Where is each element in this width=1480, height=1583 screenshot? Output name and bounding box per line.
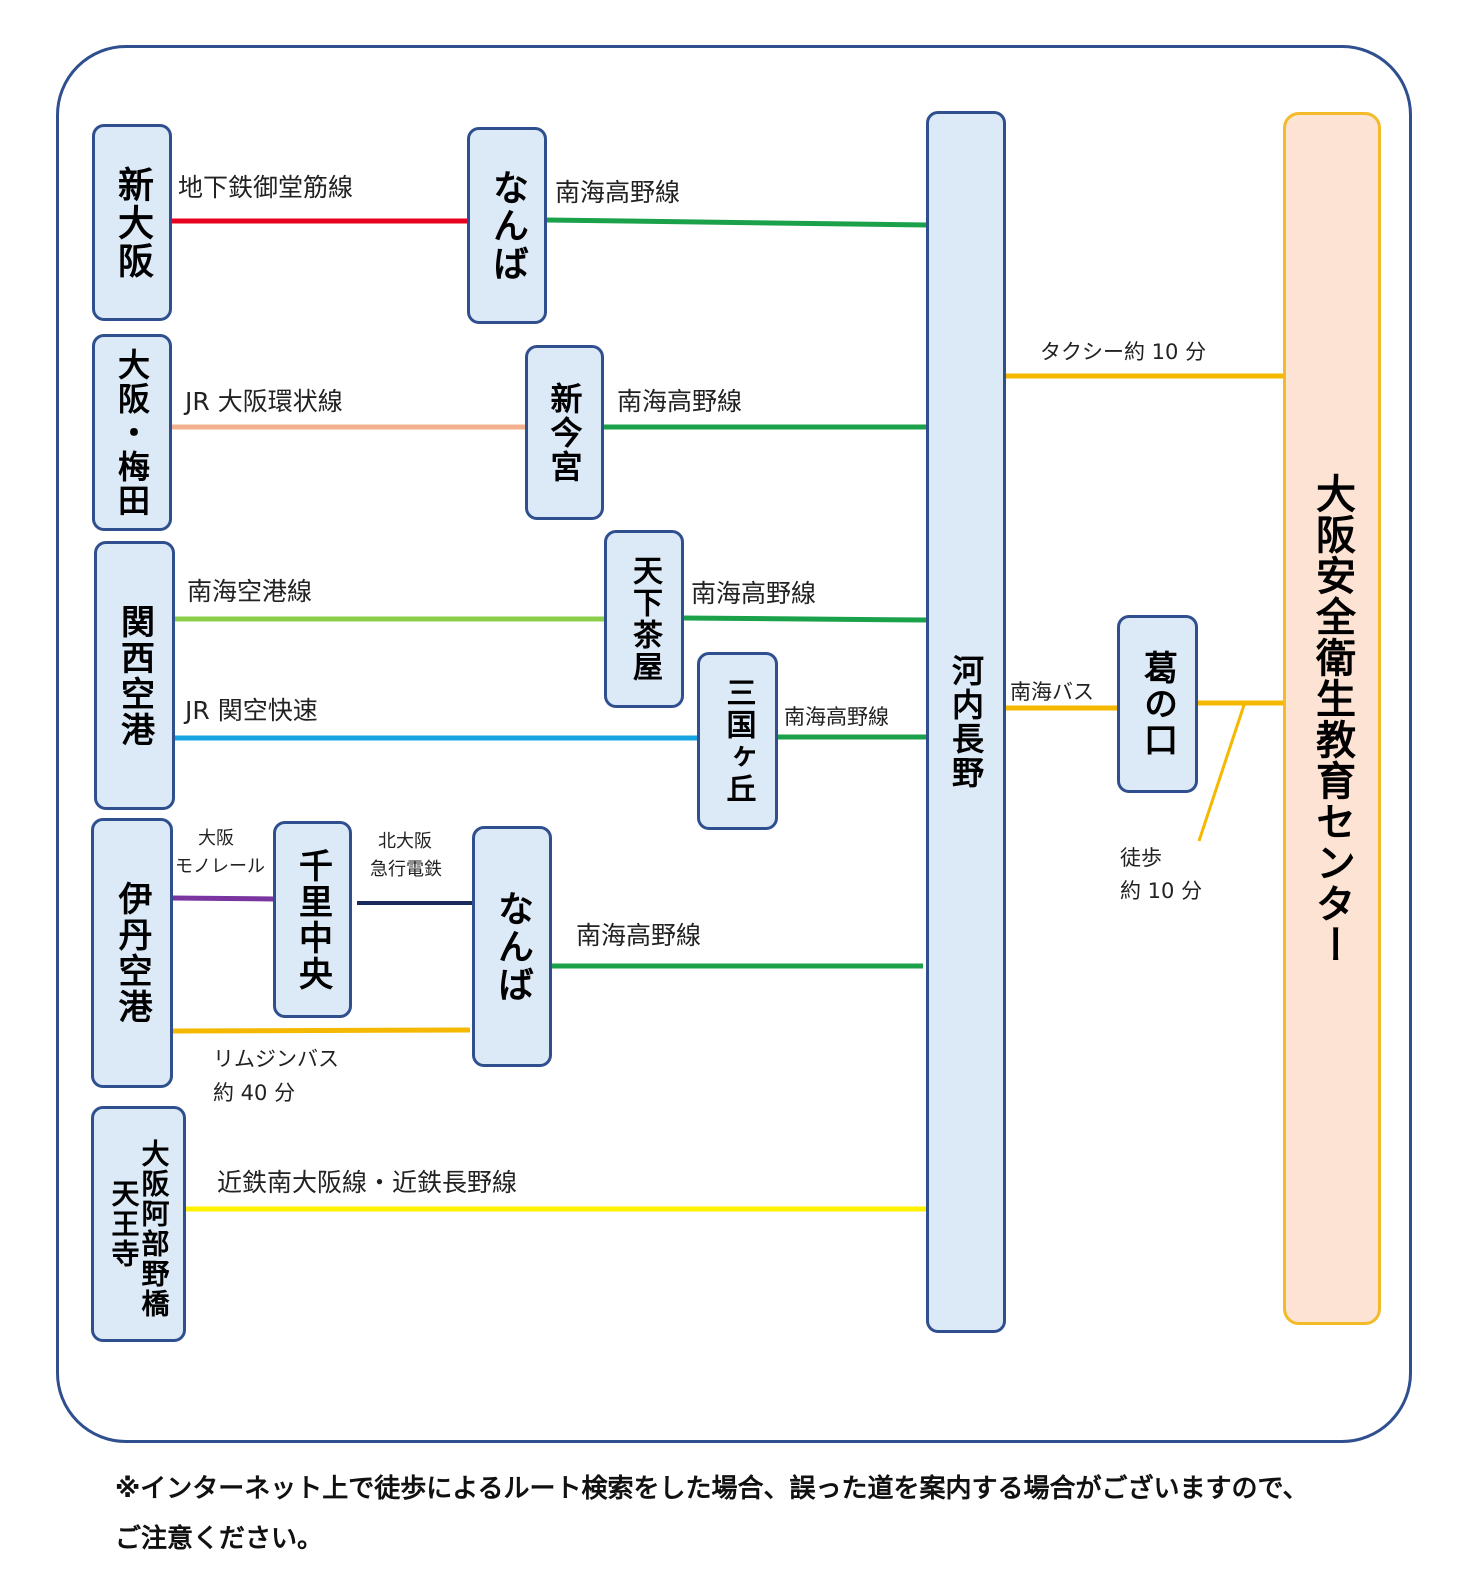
line-koya-tengachaya — [682, 615, 928, 623]
label-taxi: タクシー約 10 分 — [1040, 340, 1207, 364]
label-kita-osaka-2: 急行電鉄 — [370, 859, 442, 880]
station-shin-osaka: 新大阪 — [92, 124, 172, 321]
diagram-frame — [56, 45, 1412, 1443]
station-senri-chuo: 千里中央 — [273, 821, 352, 1018]
line-walk — [1197, 704, 1246, 842]
label-midosuji: 地下鉄御堂筋線 — [178, 173, 354, 202]
label-limousine-2: 約 40 分 — [213, 1081, 296, 1105]
station-abenobashi: 大阪阿部野橋 天王寺 — [91, 1106, 186, 1342]
station-kansai-airport-label: 関西空港 — [114, 603, 155, 748]
destination-center-label: 大阪安全衛生教育センター — [1309, 472, 1355, 965]
station-senri-chuo-label: 千里中央 — [292, 847, 333, 992]
station-kawachinagano-label: 河内長野 — [947, 654, 985, 790]
label-monorail-2: モノレール — [175, 856, 265, 877]
label-nankai-airport: 南海空港線 — [187, 577, 313, 606]
station-namba-1: なんば — [467, 127, 547, 324]
label-monorail-1: 大阪 — [198, 828, 234, 849]
station-osaka-umeda: 大阪・梅田 — [92, 334, 172, 531]
station-tennoji-label: 天王寺 — [107, 1179, 141, 1269]
label-walk-2: 約 10 分 — [1120, 879, 1203, 903]
caution-note-line1: ※インターネット上で徒歩によるルート検索をした場合、誤った道を案内する場合がござ… — [115, 1474, 1309, 1504]
label-limousine-1: リムジンバス — [213, 1047, 339, 1071]
station-kawachinagano: 河内長野 — [926, 111, 1006, 1333]
label-koya-3: 南海高野線 — [691, 579, 817, 608]
station-kansai-airport: 関西空港 — [94, 541, 175, 810]
station-osaka-umeda-label: 大阪・梅田 — [113, 347, 151, 518]
label-nankai-bus: 南海バス — [1010, 680, 1094, 704]
station-shin-osaka-label: 新大阪 — [112, 165, 153, 280]
station-tengachaya: 天下茶屋 — [604, 530, 684, 708]
label-koya-5: 南海高野線 — [576, 921, 702, 950]
station-mikunigaoka: 三国ヶ丘 — [697, 652, 778, 830]
station-itami-airport: 伊丹空港 — [91, 818, 173, 1088]
station-namba-1-label: なんば — [487, 168, 528, 283]
caution-note-line2: ご注意ください。 — [115, 1524, 324, 1554]
station-tengachaya-label: 天下茶屋 — [627, 555, 662, 683]
label-kintetsu: 近鉄南大阪線・近鉄長野線 — [217, 1168, 518, 1197]
line-koya-namba — [545, 217, 928, 228]
label-koya-1: 南海高野線 — [555, 178, 681, 207]
label-walk-1: 徒歩 — [1120, 846, 1162, 870]
label-koya-4: 南海高野線 — [784, 705, 889, 729]
label-jr-loop: JR 大阪環状線 — [185, 387, 343, 416]
station-namba-2-label: なんば — [492, 889, 533, 1004]
label-jr-kanku: JR 関空快速 — [185, 696, 318, 725]
label-koya-2: 南海高野線 — [617, 387, 743, 416]
station-shin-imamiya: 新今宮 — [525, 345, 604, 520]
station-itami-airport-label: 伊丹空港 — [112, 881, 152, 1025]
station-kuzunokuchi: 葛の口 — [1117, 615, 1198, 793]
line-monorail — [171, 895, 276, 902]
station-kuzunokuchi-label: 葛の口 — [1137, 650, 1178, 758]
station-mikunigaoka-label: 三国ヶ丘 — [720, 677, 756, 805]
station-namba-2: なんば — [472, 826, 552, 1067]
label-kita-osaka-1: 北大阪 — [378, 831, 432, 852]
destination-center: 大阪安全衛生教育センター — [1283, 112, 1381, 1325]
line-limousine — [171, 1027, 471, 1034]
station-shin-imamiya-label: 新今宮 — [545, 381, 584, 484]
station-abenobashi-label: 大阪阿部野橋 — [137, 1139, 171, 1319]
